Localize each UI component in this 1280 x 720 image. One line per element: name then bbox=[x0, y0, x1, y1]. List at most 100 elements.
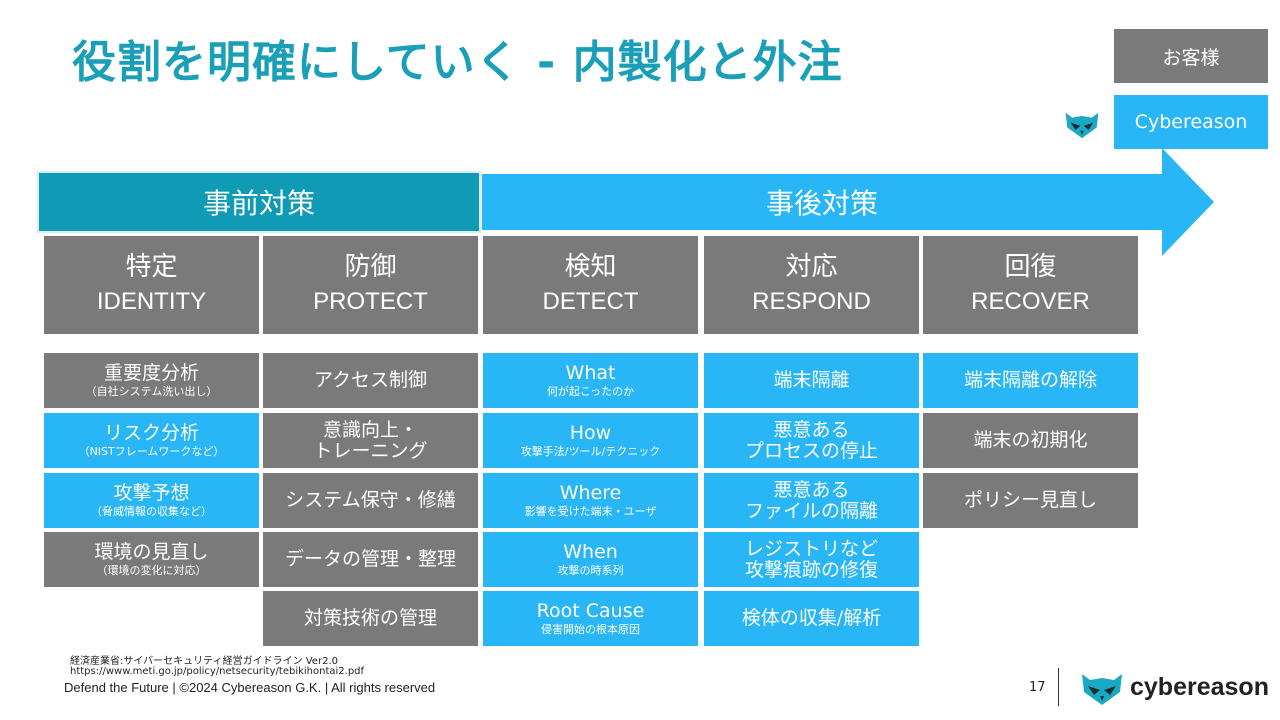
task-label: リスク分析 bbox=[103, 421, 199, 444]
task-cell: 端末隔離 bbox=[704, 353, 919, 408]
task-label-line: 悪意ある bbox=[773, 478, 850, 501]
task-cell: 検体の収集/解析 bbox=[704, 591, 919, 646]
task-cell: 悪意あるプロセスの停止 bbox=[704, 413, 919, 468]
column-header-protect: 防御 PROTECT bbox=[263, 236, 478, 334]
task-cell: 意識向上・トレーニング bbox=[263, 413, 478, 468]
column-header-detect: 検知 DETECT bbox=[483, 236, 698, 334]
task-label: What bbox=[565, 361, 616, 384]
column-header-jp: 回復 bbox=[1004, 252, 1057, 282]
task-label: Where bbox=[559, 481, 622, 504]
task-label-line: リスク分析 bbox=[103, 421, 199, 444]
task-label: 攻撃予想 bbox=[113, 481, 190, 504]
task-label-line: 検体の収集/解析 bbox=[741, 607, 882, 630]
task-label-line: プロセスの停止 bbox=[744, 439, 878, 462]
task-label: 意識向上・トレーニング bbox=[313, 418, 428, 462]
footer-brand: cybereason bbox=[1130, 673, 1269, 701]
task-label: 悪意あるファイルの隔離 bbox=[744, 478, 878, 522]
task-label: データの管理・整理 bbox=[285, 549, 456, 570]
task-label: 対策技術の管理 bbox=[304, 608, 437, 629]
task-cell: リスク分析（NISTフレームワークなど） bbox=[44, 413, 259, 468]
task-label-line: 攻撃予想 bbox=[113, 481, 190, 504]
column-header-identity: 特定 IDENTITY bbox=[44, 236, 259, 334]
task-cell: 端末隔離の解除 bbox=[923, 353, 1138, 408]
task-label-line: 重要度分析 bbox=[103, 361, 199, 384]
task-label-line: How bbox=[569, 421, 612, 444]
task-label-line: トレーニング bbox=[313, 439, 428, 462]
task-label-line: ポリシー見直し bbox=[963, 489, 1097, 512]
task-sublabel: 何が起こったのか bbox=[546, 385, 635, 399]
task-sublabel: 攻撃の時系列 bbox=[557, 564, 624, 578]
task-cell: 攻撃予想（脅威情報の収集など） bbox=[44, 473, 259, 528]
column-header-jp: 検知 bbox=[564, 252, 617, 282]
column-header-jp: 対応 bbox=[785, 252, 838, 282]
task-label: When bbox=[563, 540, 618, 563]
legend-customer: お客様 bbox=[1114, 29, 1268, 83]
task-label: レジストリなど攻撃痕跡の修復 bbox=[744, 537, 878, 581]
column-header-jp: 防御 bbox=[344, 252, 397, 282]
task-sublabel: （環境の変化に対応） bbox=[96, 564, 207, 578]
task-label-line: When bbox=[563, 540, 618, 563]
column-header-en: RECOVER bbox=[971, 288, 1090, 315]
phase-pre-label: 事前対策 bbox=[202, 187, 315, 220]
task-sublabel: 攻撃手法/ツール/テクニック bbox=[520, 445, 661, 459]
task-label-line: レジストリなど bbox=[744, 537, 878, 560]
column-header-en: PROTECT bbox=[313, 288, 428, 315]
task-sublabel: （NISTフレームワークなど） bbox=[78, 445, 225, 459]
reference-source: 経済産業省:サイバーセキュリティ経営ガイドライン Ver2.0 bbox=[70, 656, 338, 667]
column-header-respond: 対応 RESPOND bbox=[704, 236, 919, 334]
task-cell: 対策技術の管理 bbox=[263, 591, 478, 646]
column-header-en: RESPOND bbox=[752, 288, 871, 315]
task-label: Root Cause bbox=[536, 599, 645, 622]
column-header-jp: 特定 bbox=[125, 252, 178, 282]
task-label: ポリシー見直し bbox=[964, 490, 1097, 511]
task-cell: 環境の見直し（環境の変化に対応） bbox=[44, 532, 259, 587]
task-cell: ポリシー見直し bbox=[923, 473, 1138, 528]
task-label-line: Root Cause bbox=[536, 599, 645, 622]
phase-post-label: 事後対策 bbox=[765, 187, 878, 220]
task-label-line: 悪意ある bbox=[773, 418, 850, 441]
task-cell: レジストリなど攻撃痕跡の修復 bbox=[704, 532, 919, 587]
task-label: 検体の収集/解析 bbox=[742, 608, 881, 629]
task-cell: システム保守・修繕 bbox=[263, 473, 478, 528]
task-label-line: 端末の初期化 bbox=[973, 429, 1088, 452]
task-label: 環境の見直し bbox=[94, 540, 209, 563]
slide-title: 役割を明確にしていく - 内製化と外注 bbox=[72, 37, 843, 88]
task-label: 悪意あるプロセスの停止 bbox=[744, 418, 878, 462]
owl-logo-icon bbox=[1065, 112, 1099, 139]
footer-copyright: Defend the Future | ©2024 Cybereason G.K… bbox=[64, 680, 436, 695]
task-label: 端末の初期化 bbox=[973, 430, 1087, 451]
task-sublabel: 影響を受けた端末・ユーザ bbox=[524, 505, 657, 519]
task-label-line: What bbox=[565, 361, 616, 384]
column-header-en: DETECT bbox=[542, 288, 639, 315]
task-label: アクセス制御 bbox=[314, 370, 427, 391]
task-label: システム保守・修繕 bbox=[285, 490, 455, 511]
footer-separator bbox=[1058, 668, 1059, 706]
column-header-en: IDENTITY bbox=[96, 288, 207, 315]
task-label-line: 端末隔離 bbox=[773, 369, 850, 392]
cybereason-owl-icon bbox=[1082, 674, 1122, 705]
task-label-line: 攻撃痕跡の修復 bbox=[744, 558, 878, 581]
task-label-line: Where bbox=[559, 481, 622, 504]
task-label-line: 意識向上・ bbox=[322, 418, 418, 441]
task-sublabel: （自社システム洗い出し） bbox=[85, 385, 218, 399]
task-cell: アクセス制御 bbox=[263, 353, 478, 408]
task-label-line: 環境の見直し bbox=[94, 540, 209, 563]
task-label-line: ファイルの隔離 bbox=[744, 499, 878, 522]
page-number: 17 bbox=[1029, 680, 1046, 695]
task-cell: 重要度分析（自社システム洗い出し） bbox=[44, 353, 259, 408]
legend-cybereason: Cybereason bbox=[1114, 95, 1268, 149]
task-cell: 端末の初期化 bbox=[923, 413, 1138, 468]
task-label: How bbox=[569, 421, 612, 444]
task-label: 端末隔離 bbox=[773, 370, 849, 391]
task-cell: 悪意あるファイルの隔離 bbox=[704, 473, 919, 528]
task-label: 重要度分析 bbox=[103, 361, 199, 384]
task-label-line: データの管理・整理 bbox=[284, 548, 456, 571]
task-label-line: 対策技術の管理 bbox=[303, 607, 437, 630]
task-label-line: アクセス制御 bbox=[313, 369, 428, 392]
task-sublabel: （脅威情報の収集など） bbox=[91, 505, 212, 519]
